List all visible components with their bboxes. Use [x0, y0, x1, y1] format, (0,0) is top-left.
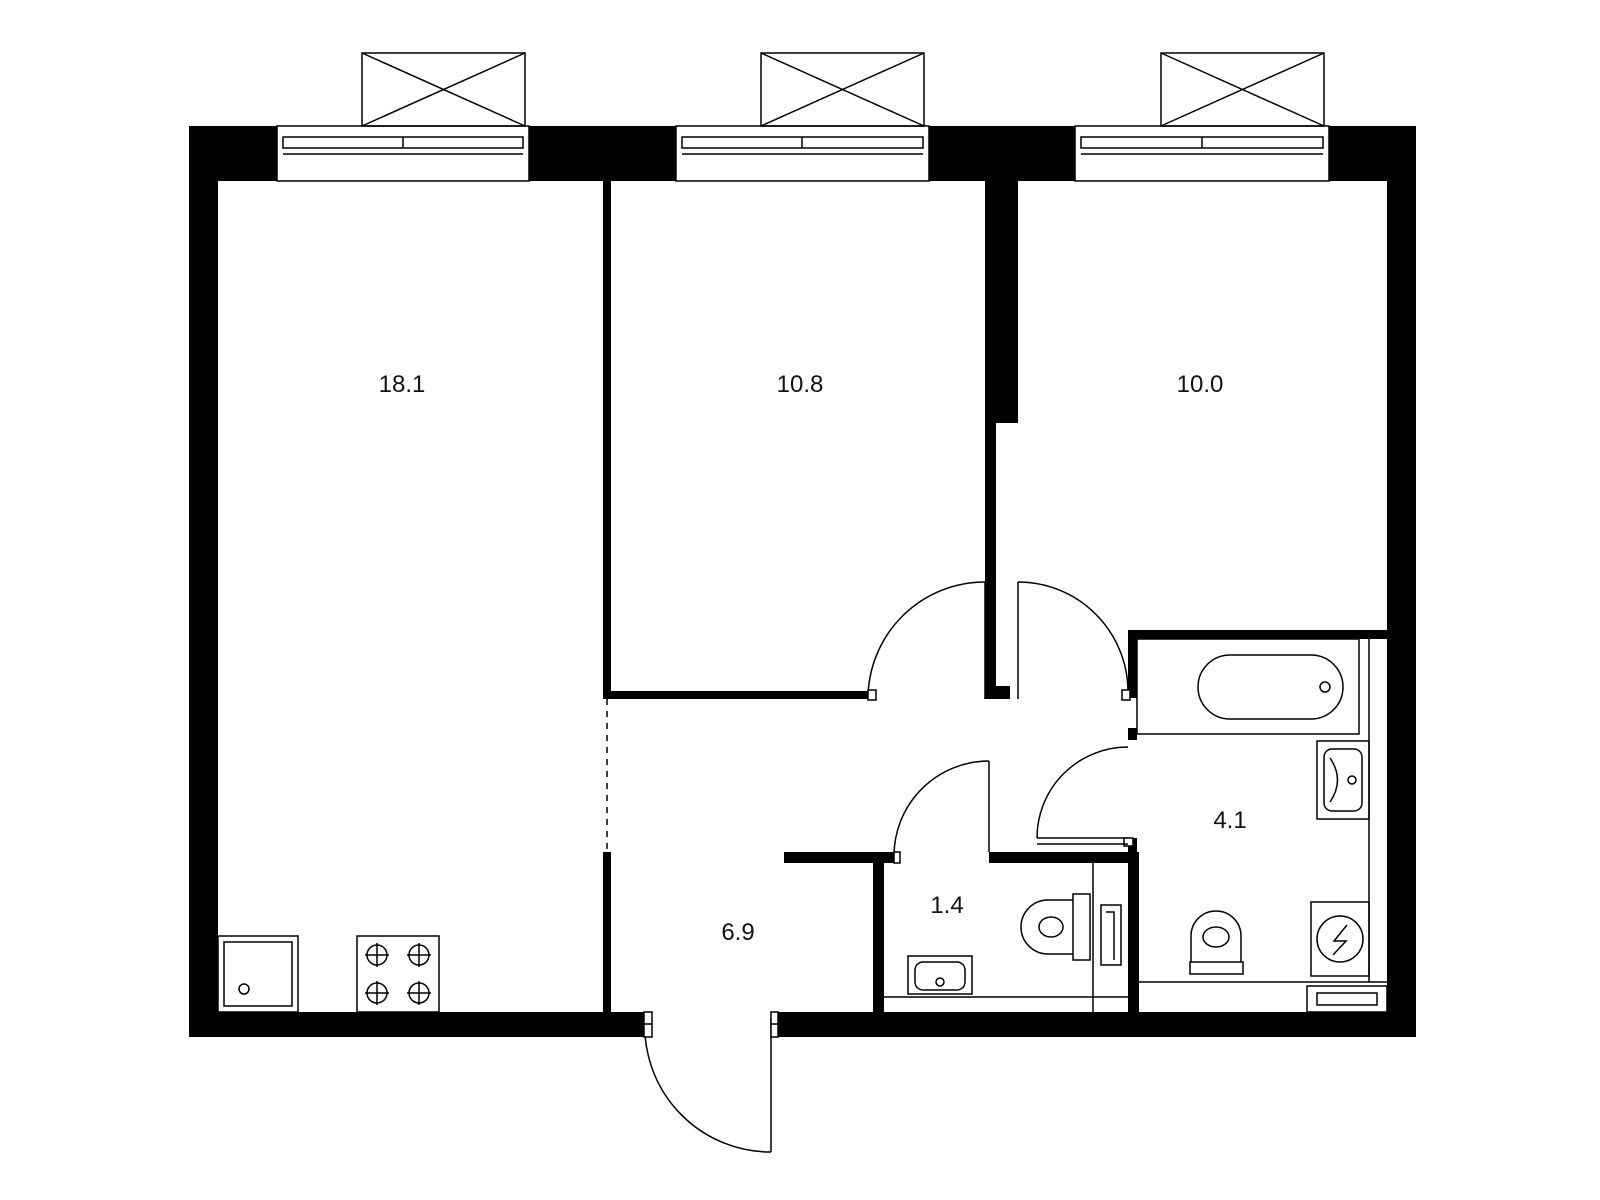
balcony-right [1160, 52, 1325, 127]
wc-cistern-icon [1100, 904, 1122, 966]
wall-between-bedrooms-lower [985, 423, 996, 699]
balcony-left [361, 52, 526, 127]
wall-bottom-left [189, 1012, 644, 1037]
wc-toilet-icon [1020, 893, 1091, 961]
room-area-bathroom: 4.1 [1213, 807, 1246, 834]
stove-icon [356, 935, 440, 1013]
room-area-hallway: 6.9 [721, 919, 754, 946]
kitchen-fixtures [217, 935, 440, 1013]
washbasin-icon [1316, 740, 1370, 820]
door-bathroom [1036, 746, 1134, 847]
wall-bathroom-left-upper [1128, 630, 1137, 698]
wall-toilet-right [1128, 852, 1139, 1012]
bathroom-fixtures [1136, 638, 1388, 1013]
windows [276, 125, 1330, 182]
kitchen-sink-icon [217, 935, 299, 1013]
wall-bottom-right [778, 1012, 1416, 1037]
room-area-bedroom-right: 10.0 [1177, 371, 1224, 398]
room-area-bedroom-middle: 10.8 [777, 371, 824, 398]
room-area-kitchen-living: 18.1 [379, 371, 426, 398]
doors [643, 581, 1134, 1153]
wall-between-bedrooms-stub [996, 686, 1010, 699]
wall-top-2 [529, 126, 676, 181]
window-right [1074, 125, 1330, 182]
wall-left [189, 126, 218, 1037]
room-area-toilet: 1.4 [930, 892, 963, 919]
door-entrance [643, 1011, 779, 1153]
door-toilet [893, 760, 990, 864]
wall-bathroom-left-mid [1128, 728, 1137, 740]
window-middle [675, 125, 930, 182]
room-labels: 18.1 10.8 10.0 4.1 1.4 6.9 [379, 371, 1247, 946]
bath-toilet-icon [1189, 910, 1244, 975]
door-bedroom-right [1017, 581, 1131, 701]
wall-toilet-top-right [989, 852, 1128, 863]
wall-toilet-left [873, 852, 884, 1012]
wall-top-3 [929, 126, 1075, 181]
door-bedroom-middle [867, 581, 986, 701]
wall-kitchen-bedroom [603, 181, 611, 699]
balcony-middle [760, 52, 925, 127]
washing-machine-icon [1310, 901, 1370, 977]
exterior-walls [189, 126, 1416, 1037]
wall-right [1387, 126, 1416, 1037]
wall-kitchen-hallway [603, 852, 611, 1012]
wall-bedroom-bottom [603, 691, 868, 699]
wc-washbasin-icon [907, 955, 973, 995]
interior-walls [603, 181, 1387, 1012]
window-left [276, 125, 530, 182]
bathtub-icon [1136, 638, 1360, 735]
balconies [361, 52, 1325, 127]
wall-toilet-top-left [784, 852, 894, 863]
wall-between-bedrooms [985, 181, 1018, 423]
bath-shelf-icon [1306, 985, 1388, 1013]
wall-bathroom-top [1128, 630, 1387, 639]
toilet-fixtures [884, 863, 1128, 1012]
